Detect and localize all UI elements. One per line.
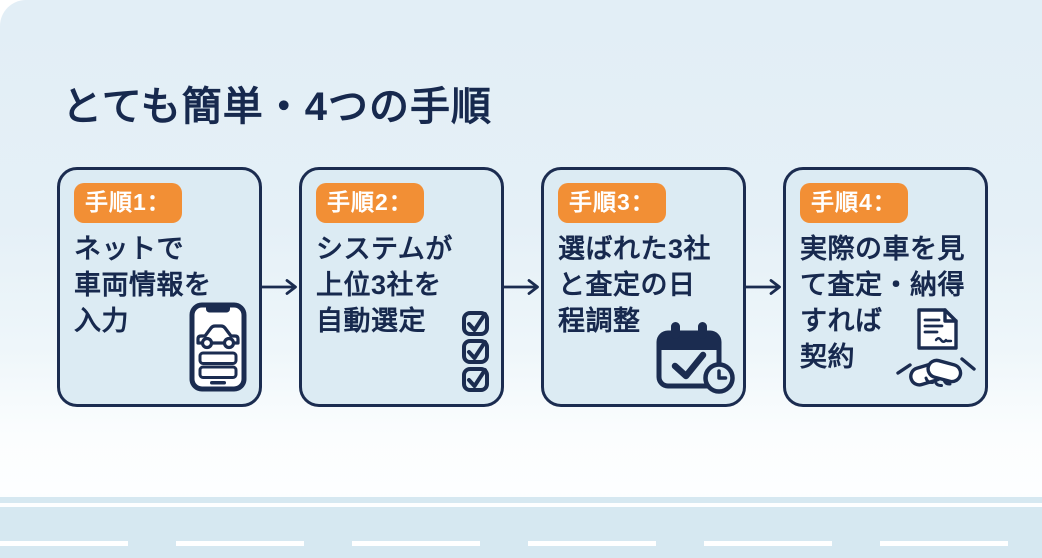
step-badge-4: 手順4：	[800, 183, 908, 223]
step-card-1: 手順1： ネットで 車両情報を 入力	[57, 167, 262, 407]
step-text-2: システムが 上位3社を 自動選定	[316, 234, 453, 336]
arrow-right-icon	[746, 167, 783, 407]
road-decoration	[0, 497, 1042, 558]
checklist-icon	[461, 309, 491, 398]
contract-handshake-icon	[895, 307, 977, 400]
page-title: とても簡単・4つの手順	[62, 84, 493, 129]
step-card-3: 手順3： 選ばれた3社 と査定の日 程調整	[541, 167, 746, 407]
step-text-3: 選ばれた3社 と査定の日 程調整	[558, 234, 712, 336]
step-badge-3: 手順3：	[558, 183, 666, 223]
smartphone-car-form-icon	[189, 302, 247, 397]
arrow-right-icon	[504, 167, 541, 407]
road-dashed-line	[0, 541, 1042, 546]
step-badge-1: 手順1：	[74, 183, 182, 223]
step-card-2: 手順2： システムが 上位3社を 自動選定	[299, 167, 504, 407]
steps-row: 手順1： ネットで 車両情報を 入力	[57, 167, 988, 407]
arrow-right-icon	[262, 167, 299, 407]
step-text-1: ネットで 車両情報を 入力	[74, 234, 212, 336]
road-solid-line	[0, 503, 1042, 507]
calendar-check-clock-icon	[655, 320, 737, 400]
step-badge-2: 手順2：	[316, 183, 424, 223]
step-card-4: 手順4： 実際の車を見 て査定・納得 すれば 契約	[783, 167, 988, 407]
step-text-4: 実際の車を見 て査定・納得 すれば 契約	[800, 234, 965, 372]
